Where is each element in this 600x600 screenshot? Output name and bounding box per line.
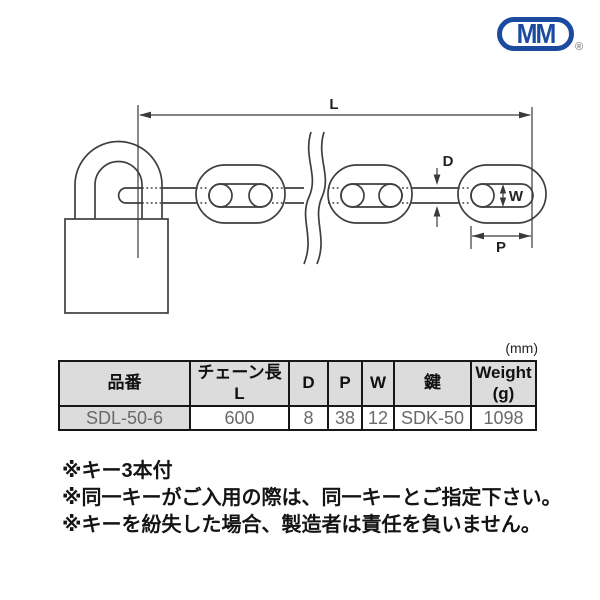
spec-table-data-row: SDL-50-6 600 8 38 12 SDK-50 1098 <box>58 405 537 431</box>
dimension-inner-width: W <box>499 184 524 207</box>
cell-key: SDK-50 <box>393 405 472 431</box>
col-header-p: P <box>327 360 363 407</box>
col-header-chain-length: チェーン長 L <box>189 360 290 407</box>
padlock-body <box>64 218 169 314</box>
col-header-weight: Weight (g) <box>470 360 537 407</box>
dim-label-pitch: P <box>496 239 506 256</box>
col-header-part-no: 品番 <box>58 360 191 407</box>
cell-w: 12 <box>361 405 395 431</box>
break-lines <box>303 131 327 265</box>
note-line-2: ※同一キーがご入用の際は、同一キーとご指定下さい。 <box>62 487 562 509</box>
spec-table: 品番 チェーン長 L D P W 鍵 Wei <box>58 360 537 431</box>
dim-label-inner-width: W <box>509 188 524 205</box>
footnotes: ※キー3本付 ※同一キーがご入用の際は、同一キーとご指定下さい。 ※キーを紛失し… <box>62 458 561 539</box>
cell-p: 38 <box>327 405 363 431</box>
note-line-1: ※キー3本付 <box>62 460 173 482</box>
col-header-d: D <box>288 360 329 407</box>
dim-label-diameter: D <box>443 153 454 170</box>
dimension-pitch: P <box>470 226 531 256</box>
cell-part-no: SDL-50-6 <box>58 405 191 431</box>
cell-weight: 1098 <box>470 405 537 431</box>
cell-d: 8 <box>288 405 329 431</box>
technical-drawing: L D W P <box>64 96 547 314</box>
chain-bar-ends <box>208 183 495 208</box>
chain-bar-segments <box>117 187 471 204</box>
cell-chain-length: 600 <box>189 405 290 431</box>
registered-trademark-icon: ® <box>575 41 584 53</box>
brand-logo-text: MM <box>516 17 557 50</box>
note-line-3: ※キーを紛失した場合、製造者は責任を負いません。 <box>62 514 541 536</box>
dim-label-length: L <box>329 96 338 113</box>
col-header-key: 鍵 <box>393 360 472 407</box>
unit-label: (mm) <box>505 340 538 356</box>
dimension-length: L <box>137 96 533 258</box>
brand-logo: MM <box>497 17 574 51</box>
padlock-shackle <box>74 140 163 219</box>
dimension-diameter: D <box>433 153 454 227</box>
spec-table-header-row: 品番 チェーン長 L D P W 鍵 Wei <box>58 360 537 407</box>
col-header-w: W <box>361 360 395 407</box>
